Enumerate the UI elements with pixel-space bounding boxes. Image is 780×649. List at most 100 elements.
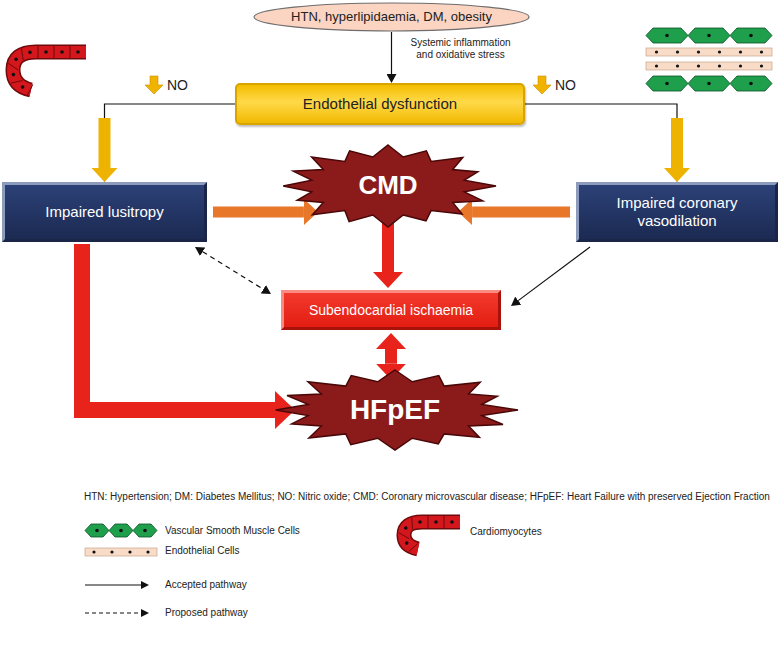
- ellipse-shape: [254, 3, 529, 31]
- burst-polygon: [276, 370, 518, 450]
- cell-nucleus: [128, 550, 131, 553]
- cell-border: [21, 48, 23, 60]
- cell-nucleus: [14, 57, 18, 61]
- pathway-arrow: [82, 244, 275, 410]
- cell-nucleus: [707, 34, 711, 38]
- no-label: NO: [167, 77, 188, 93]
- smooth-muscle-cell: [646, 28, 688, 43]
- smooth-muscle-cell: [688, 76, 730, 91]
- edge-label: Systemic inflammation and oxidative stre…: [400, 36, 522, 62]
- burst-shape: HFpEF: [270, 368, 520, 452]
- cell-nucleus: [760, 50, 763, 53]
- cell-nucleus: [119, 529, 123, 533]
- cell-nucleus: [95, 529, 99, 533]
- cell-nucleus: [143, 529, 147, 533]
- cell-border: [54, 46, 55, 58]
- node-text-group: HFpEF: [350, 393, 440, 427]
- legend-label: Proposed pathway: [165, 607, 248, 618]
- cell-nucleus: [434, 520, 438, 524]
- cell-border: [8, 63, 18, 70]
- cell-border: [27, 84, 33, 95]
- node-label: Impaired coronary vasodilation: [589, 194, 765, 230]
- cell-border: [38, 46, 39, 58]
- smooth-muscle-cell: [730, 28, 772, 43]
- cell-nucleus: [405, 541, 409, 545]
- cell-nucleus: [655, 50, 658, 53]
- node-label: Impaired lusitropy: [45, 203, 163, 221]
- process-box: Impaired coronary vasodilation: [576, 182, 778, 242]
- no-label: NO: [555, 77, 576, 93]
- burst-shape: CMD: [278, 143, 498, 229]
- accepted-line-sample: [85, 584, 141, 585]
- cell-nucleus: [450, 520, 454, 524]
- legend-label: Cardiomyocytes: [470, 526, 542, 537]
- node-label: HFpEF: [350, 393, 440, 427]
- cell-nucleus: [739, 50, 742, 53]
- smooth-muscle-cell: [109, 524, 133, 537]
- down-arrow-icon: [533, 76, 551, 94]
- down-arrow-icon: [145, 76, 163, 94]
- cell-nucleus: [12, 73, 16, 77]
- node-label: CMD: [358, 170, 417, 201]
- node-label: HTN, hyperlipidaemia, DM, obesity: [291, 9, 492, 25]
- process-box: Impaired lusitropy: [2, 182, 207, 242]
- cell-nucleus: [146, 550, 149, 553]
- smooth-muscle-cell: [85, 524, 109, 537]
- cell-nucleus: [44, 50, 48, 54]
- cell-border: [409, 544, 418, 552]
- node-text-group: HTN, hyperlipidaemia, DM, obesity: [291, 9, 492, 25]
- node-text-group: Subendocardial ischaemia: [309, 302, 473, 319]
- endothelial-cell-band: [85, 548, 157, 556]
- cell-nucleus: [676, 50, 679, 53]
- gold-block-arrow: [671, 118, 683, 168]
- risk-factor-ellipse: HTN, hyperlipidaemia, DM, obesity: [253, 2, 530, 32]
- cell-nucleus: [92, 550, 95, 553]
- legend-icons: [85, 516, 460, 613]
- cell-nucleus: [697, 50, 700, 53]
- legend-label: Vascular Smooth Muscle Cells: [165, 525, 300, 536]
- cell-nucleus: [665, 82, 669, 86]
- node-text-group: Endothelial dysfunction: [303, 95, 457, 113]
- cell-nucleus: [676, 64, 679, 67]
- cardiomyocyte-illustration: [8, 46, 86, 95]
- endothelial-cell-band: [646, 48, 772, 56]
- cell-nucleus: [665, 34, 669, 38]
- cardiomyocyte-outline: [13, 52, 86, 90]
- cell-nucleus: [60, 50, 64, 54]
- legend-label: Accepted pathway: [165, 579, 247, 590]
- node-label: Endothelial dysfunction: [303, 95, 457, 113]
- pathway-arrow: [518, 247, 590, 301]
- pathway-arrow: [385, 349, 397, 364]
- cardiomyocyte-body: [13, 52, 86, 90]
- cell-nucleus: [718, 64, 721, 67]
- cell-nucleus: [749, 34, 753, 38]
- pathway-arrow: [213, 207, 304, 218]
- process-box: Subendocardial ischaemia: [281, 290, 501, 330]
- cell-nucleus: [418, 520, 422, 524]
- cell-nucleus: [718, 50, 721, 53]
- abbreviation-note: HTN: Hypertension; DM: Diabetes Mellitus…: [84, 491, 774, 502]
- cell-nucleus: [110, 550, 113, 553]
- cell-border: [411, 517, 413, 529]
- cell-nucleus: [697, 64, 700, 67]
- pathway-arrow: [525, 104, 677, 173]
- smooth-muscle-cell: [646, 76, 688, 91]
- cell-nucleus: [739, 64, 742, 67]
- smooth-muscle-cell: [688, 28, 730, 43]
- node-text-group: Impaired lusitropy: [45, 203, 163, 221]
- gold-block-arrow: [99, 118, 111, 168]
- cell-border: [428, 516, 429, 528]
- node-label: Subendocardial ischaemia: [309, 302, 473, 319]
- cell-nucleus: [707, 82, 711, 86]
- burst-polygon: [283, 145, 496, 227]
- cell-border: [70, 46, 71, 58]
- cell-nucleus: [28, 51, 32, 55]
- node-text-group: CMD: [358, 170, 417, 201]
- cell-nucleus: [21, 85, 25, 89]
- legend-label: Endothelial Cells: [165, 545, 240, 556]
- cell-nucleus: [655, 64, 658, 67]
- cell-nucleus: [404, 526, 408, 530]
- cell-border: [399, 533, 409, 539]
- smooth-muscle-cell: [730, 76, 772, 91]
